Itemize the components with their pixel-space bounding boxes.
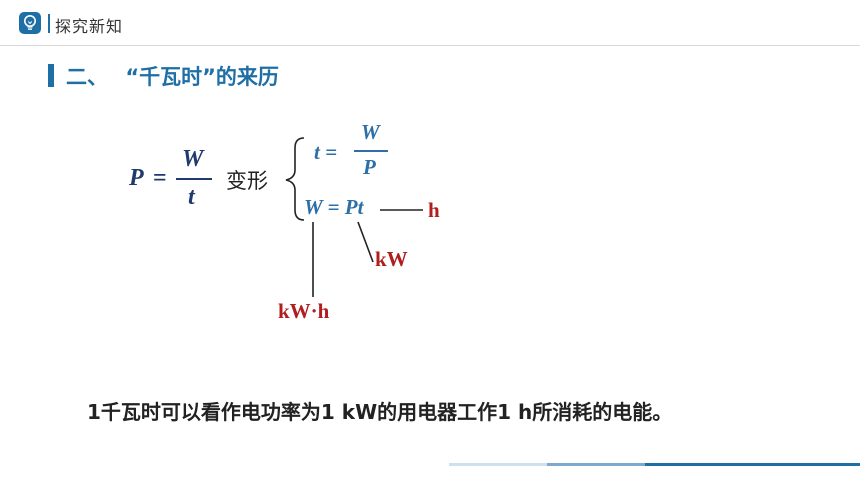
kw-connector — [357, 221, 374, 263]
transform-label: 变形 — [226, 169, 268, 193]
left-brace — [285, 137, 305, 221]
unit-hour: h — [428, 198, 440, 222]
lightbulb-icon — [19, 12, 41, 34]
case1-numerator: W — [361, 120, 380, 144]
section-marker — [48, 64, 54, 87]
case1-lhs: t = — [314, 140, 338, 164]
footer-line-light — [449, 463, 547, 466]
unit-kilowatt-hour: kW·h — [278, 299, 330, 323]
header-rule — [0, 45, 860, 46]
case-energy-formula: W = Pt — [304, 195, 364, 219]
footer-line-dark — [645, 463, 860, 466]
formula-numerator: W — [182, 146, 204, 172]
section-title-text: “千瓦时”的来历 — [125, 65, 279, 89]
header-section-label: 探究新知 — [55, 17, 124, 36]
formula-lhs: P — [129, 165, 144, 191]
section-number: 二、 — [66, 65, 108, 89]
formula-equals: = — [153, 165, 167, 191]
case1-denominator: P — [363, 155, 376, 179]
footer-line-mid — [547, 463, 645, 466]
fraction-bar — [176, 178, 212, 180]
formula-denominator: t — [188, 184, 195, 210]
top-bar: 探究新知 — [0, 0, 860, 46]
header-divider — [48, 14, 50, 33]
unit-kilowatt: kW — [375, 247, 408, 271]
case1-fraction-bar — [354, 150, 388, 152]
section-heading: 二、 “千瓦时”的来历 — [66, 61, 279, 91]
definition-note: 1千瓦时可以看作电功率为1 kW的用电器工作1 h所消耗的电能。 — [87, 400, 673, 424]
